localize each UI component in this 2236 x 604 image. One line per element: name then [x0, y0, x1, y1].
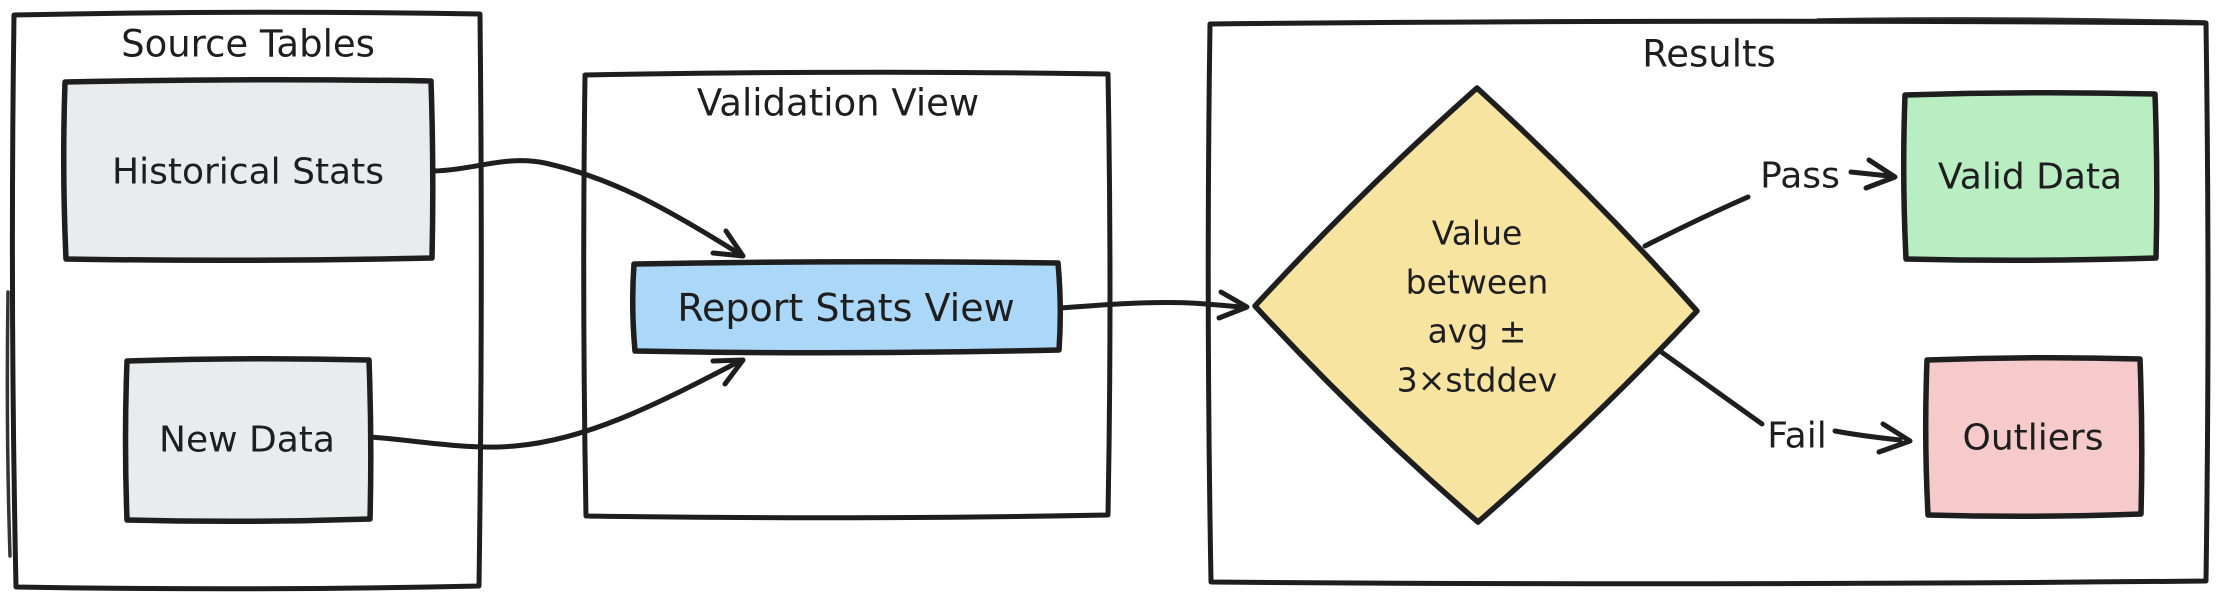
historical-stats-label: Historical Stats: [112, 152, 384, 193]
new-data-box: [122, 355, 374, 525]
edge-pass-arrow-shaft: [1848, 169, 1892, 179]
edge-fail-arrowhead: [1876, 421, 1913, 455]
node-outliers: Outliers: [1922, 354, 2145, 520]
edge-newdata-to-report: [368, 357, 746, 450]
container-validation-view: Validation View Report Stats View: [581, 69, 1113, 521]
edge-historical-to-report-line: [430, 158, 741, 256]
source-tables-title: Source Tables: [121, 23, 375, 66]
edge-fail-line: [1657, 348, 1765, 427]
report-stats-view-label: Report Stats View: [677, 286, 1014, 330]
decision-line-1: Value: [1432, 214, 1523, 253]
edge-report-to-decision-arrowhead: [1216, 289, 1250, 321]
container-results: Results Value between avg ± 3×stddev Val…: [1205, 17, 2211, 587]
edge-historical-to-report-arrowhead: [710, 228, 746, 259]
source-tables-border: [9, 9, 484, 592]
node-new-data: New Data: [122, 355, 374, 525]
new-data-label: New Data: [159, 420, 335, 461]
valid-data-box: [1900, 89, 2160, 264]
pass-label: Pass: [1760, 156, 1840, 197]
decision-line-4: 3×stddev: [1397, 361, 1558, 400]
decision-line-3: avg ±: [1428, 312, 1527, 351]
node-decision-diamond: Value between avg ± 3×stddev: [1252, 85, 1700, 525]
edge-fail-arrow-shaft: [1832, 428, 1903, 443]
decision-diamond: [1252, 85, 1700, 525]
source-tables-border-overlap: [5, 290, 12, 558]
edge-decision-to-outliers: Fail: [1657, 348, 1913, 457]
validation-view-title: Validation View: [697, 82, 979, 125]
results-border: [1205, 18, 2211, 587]
results-title: Results: [1642, 33, 1776, 76]
edge-report-to-decision: [1057, 289, 1250, 321]
edge-pass-arrowhead: [1863, 157, 1898, 191]
edge-pass-line: [1642, 194, 1751, 249]
validation-view-border: [581, 69, 1113, 521]
node-valid-data: Valid Data: [1900, 89, 2160, 264]
edge-newdata-to-report-line: [368, 359, 741, 450]
node-historical-stats: Historical Stats: [60, 76, 436, 264]
decision-line-2: between: [1406, 263, 1549, 302]
edge-newdata-to-report-arrowhead: [710, 357, 746, 387]
report-stats-view-box: [629, 258, 1064, 356]
outliers-box: [1922, 354, 2145, 520]
outliers-label: Outliers: [1963, 418, 2104, 459]
historical-stats-box: [60, 76, 436, 264]
node-report-stats-view: Report Stats View: [629, 258, 1064, 356]
edge-decision-to-valid: Pass: [1642, 156, 1898, 249]
fail-label: Fail: [1767, 416, 1826, 457]
results-border-overlap: [1816, 17, 2207, 24]
valid-data-label: Valid Data: [1938, 157, 2122, 198]
edge-report-to-decision-line: [1057, 299, 1245, 311]
edge-historical-to-report: [430, 158, 746, 259]
edges: Pass Fail: [368, 156, 1913, 457]
container-source-tables: Source Tables Historical Stats New Data: [5, 9, 484, 592]
